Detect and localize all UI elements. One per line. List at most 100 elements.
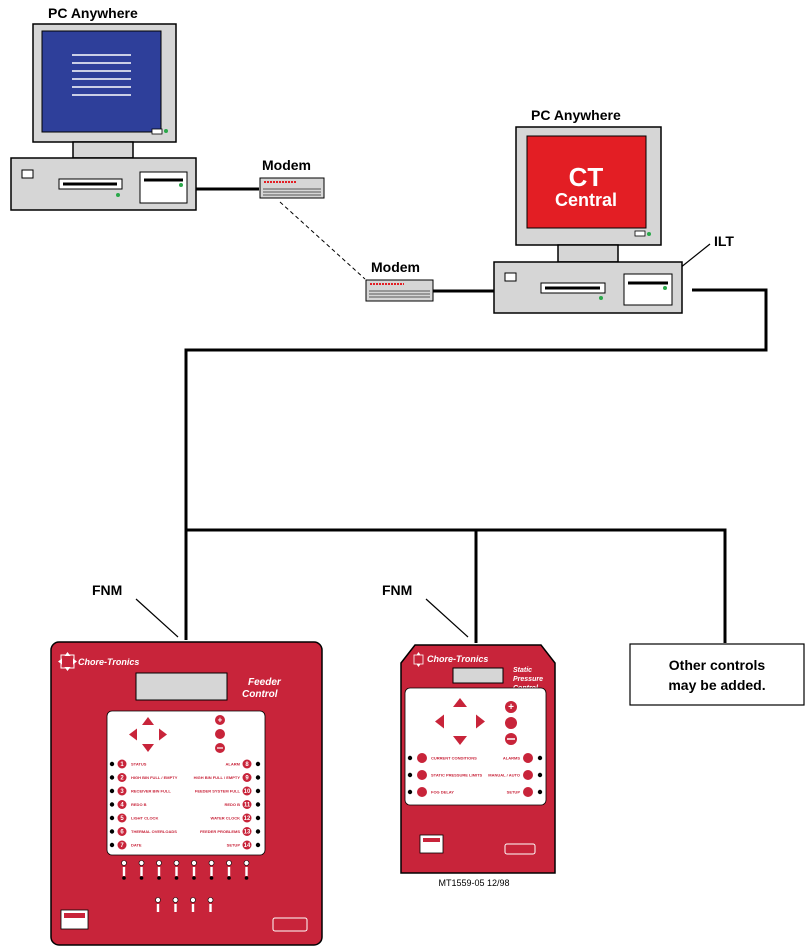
feeder-key-right[interactable] (242, 773, 252, 782)
feeder-key-left[interactable] (117, 813, 127, 823)
pressure-title-2: Pressure (513, 676, 543, 683)
feeder-bottom-switch[interactable] (245, 867, 248, 876)
pressure-menu-label-left: FOG DELAY (431, 790, 454, 795)
feeder-right-arrow-icon[interactable] (159, 728, 167, 741)
feeder-key-number: 11 (244, 803, 251, 809)
part-number: MT1559-05 12/98 (438, 878, 509, 888)
feeder-key-number: 4 (120, 803, 124, 809)
pc1-screen-lines (72, 54, 131, 96)
feeder-bottom-switch-tip (174, 876, 179, 880)
feeder-bottom-led (155, 897, 161, 903)
pc1-label: PC Anywhere (48, 5, 138, 21)
feeder-left-arrow-icon[interactable] (129, 728, 137, 741)
fnm2-label: FNM (382, 582, 412, 598)
feeder-bottom-switch[interactable] (122, 867, 126, 876)
pressure-down-arrow-icon[interactable] (453, 736, 467, 745)
feeder-maker-logo (272, 917, 308, 932)
pc1-power-button (21, 169, 34, 179)
feeder-bottom-switch[interactable] (175, 867, 178, 876)
feeder-bottom-led (207, 897, 214, 903)
pressure-led-right (537, 772, 543, 778)
pressure-menu-label-left: CURRENT CONDITIONS (431, 756, 477, 761)
feeder-menu-label-right: SETUP (227, 843, 241, 848)
pc1-computer (10, 23, 197, 211)
pressure-key-left[interactable] (417, 770, 427, 780)
pc1-monitor-button (151, 128, 163, 135)
pressure-left-arrow-icon[interactable] (435, 714, 444, 729)
feeder-bottom-switch[interactable] (210, 867, 213, 876)
pressure-arrow-keys (435, 698, 485, 745)
pressure-logo-arrows-icon (416, 652, 421, 667)
feeder-key-right[interactable] (242, 759, 252, 769)
pc2-label: PC Anywhere (531, 107, 621, 123)
pc2-monitor-stand (557, 244, 619, 263)
feeder-key-number: 12 (244, 816, 251, 822)
feeder-bottom-led (191, 860, 197, 866)
feeder-menu-label-left: REDO B (131, 802, 147, 807)
modem2 (365, 279, 434, 302)
feeder-key-number: 13 (244, 830, 251, 836)
feeder-key-number: 14 (244, 843, 251, 849)
feeder-bottom-switch-tip (122, 876, 126, 880)
feeder-menu-label-left: THERMAL OVERLOADS (131, 829, 177, 834)
modem1 (259, 177, 325, 199)
feeder-plus-button[interactable] (215, 715, 225, 725)
pressure-key-left[interactable] (417, 753, 427, 763)
feeder-up-arrow-icon[interactable] (142, 717, 154, 725)
feeder-bottom-switch[interactable] (156, 904, 160, 912)
feeder-key-number: 7 (120, 843, 124, 849)
pressure-plus-button[interactable] (505, 701, 517, 713)
feeder-menu-label-right: WATER CLOCK (211, 816, 241, 821)
feeder-bottom-switch[interactable] (174, 904, 177, 912)
pressure-right-arrow-icon[interactable] (476, 714, 485, 729)
feeder-bottom-switch[interactable] (209, 904, 212, 912)
pressure-menu-label-left: STATIC PRESSURE LIMITS (431, 773, 483, 778)
fnm2-pointer (425, 598, 469, 638)
feeder-bottom-switch[interactable] (140, 867, 143, 876)
pressure-display (452, 667, 504, 684)
feeder-led-right (255, 829, 261, 834)
feeder-menu-label-right: REDO B (224, 802, 240, 807)
connection-lines (184, 187, 768, 643)
feeder-bottom-switch[interactable] (192, 867, 196, 876)
pressure-key-right[interactable] (523, 753, 533, 763)
feeder-bottom-switch[interactable] (191, 904, 195, 912)
ilt-network-line (184, 288, 768, 640)
pressure-enter-button[interactable] (505, 717, 517, 729)
feeder-key-left[interactable] (117, 800, 127, 809)
feeder-bottom-switch[interactable] (227, 867, 231, 876)
feeder-key-right[interactable] (242, 800, 252, 809)
feeder-bottom-switch-tip (244, 876, 249, 880)
feeder-title-1: Feeder (248, 677, 282, 688)
feeder-key-right[interactable] (242, 786, 252, 796)
feeder-key-left[interactable] (117, 840, 127, 850)
feeder-key-right[interactable] (242, 813, 252, 823)
feeder-key-right[interactable] (242, 840, 252, 850)
pressure-key-left[interactable] (417, 787, 427, 797)
pressure-key-right[interactable] (523, 770, 533, 780)
feeder-key-right[interactable] (242, 827, 252, 836)
feeder-menu-label-left: HIGH BIN FULL / EMPTY (131, 775, 178, 780)
feeder-bottom-switch[interactable] (157, 867, 161, 876)
feeder-down-arrow-icon[interactable] (142, 744, 154, 752)
feeder-enter-button[interactable] (215, 729, 225, 739)
feeder-key-left[interactable] (117, 773, 127, 782)
feeder-bottom-led (190, 897, 196, 903)
feeder-logo-arrows-icon (58, 652, 77, 671)
pressure-brand: Chore-Tronics (427, 654, 488, 664)
other-controls-line1: Other controls (669, 657, 766, 673)
feeder-key-number: 10 (244, 789, 251, 795)
feeder-key-number: 1 (120, 762, 124, 768)
pressure-menu-label-right: MANUAL / AUTO (488, 773, 520, 778)
pressure-led-right (537, 789, 543, 795)
feeder-key-left[interactable] (117, 759, 127, 769)
feeder-bottom-led (121, 860, 127, 866)
feeder-menu-label-right: ALARM (226, 762, 241, 767)
feeder-key-left[interactable] (117, 786, 127, 796)
feeder-key-left[interactable] (117, 827, 127, 836)
pressure-key-right[interactable] (523, 787, 533, 797)
pressure-up-arrow-icon[interactable] (453, 698, 467, 707)
feeder-menu-label-left: RECEIVER BIN FULL (131, 789, 171, 794)
